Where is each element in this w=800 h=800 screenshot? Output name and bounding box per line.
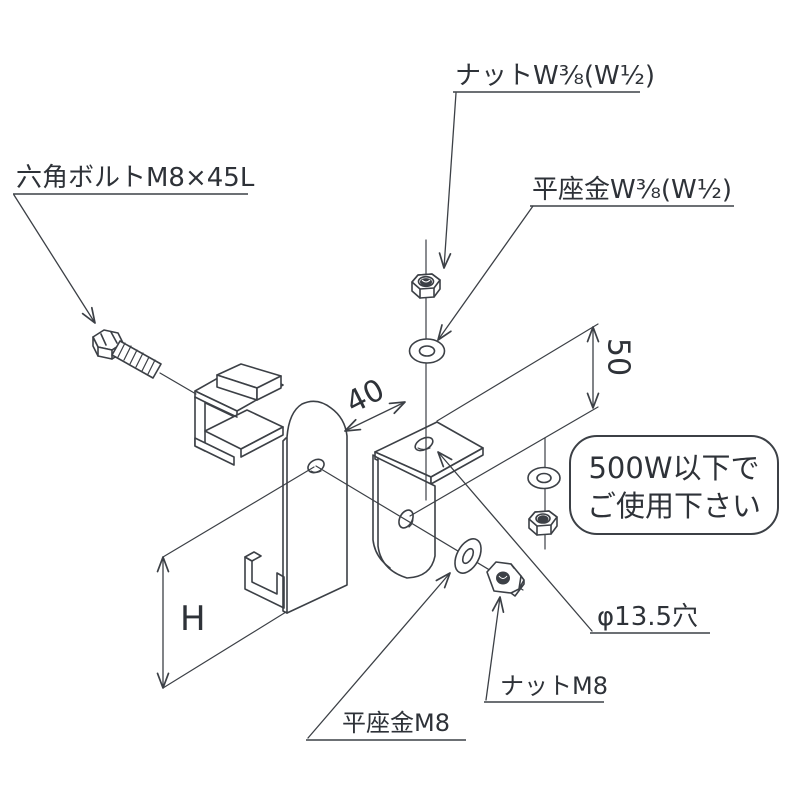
nut-m8-part: [486, 561, 525, 597]
right-angle-bracket: [372, 421, 484, 579]
hex-bolt: [92, 329, 162, 379]
label-hex-bolt: 六角ボルトM8×45L: [16, 163, 255, 193]
leader-lines: [13, 92, 593, 739]
c-clamp-bracket: [194, 363, 284, 466]
main-hanger-bracket: [244, 400, 348, 614]
nut-w38-lower: [528, 510, 558, 536]
dimension-50: 50: [586, 326, 636, 409]
nut-w38: [411, 273, 441, 299]
dimension-40: 40: [340, 372, 406, 432]
note-line-1: 500W以下で: [588, 451, 759, 485]
label-nut-m8: ナットM8: [500, 672, 608, 700]
label-hole-dia: φ13.5穴: [597, 602, 698, 632]
dim-40-text: 40: [340, 372, 390, 421]
flat-washer-w38: [408, 338, 446, 364]
note-line-2: ご使用下さい: [587, 489, 761, 523]
note-box: [569, 435, 779, 535]
dimension-h: H: [156, 556, 206, 689]
label-flat-washer-w38: 平座金W³⁄₈(W¹⁄₂): [532, 175, 732, 205]
label-nut-w38: ナットW³⁄₈(W¹⁄₂): [455, 61, 655, 91]
flat-washer-w38-lower: [527, 466, 561, 490]
dim-50-text: 50: [601, 338, 636, 376]
label-flat-washer-m8: 平座金M8: [342, 709, 450, 737]
callout-labels: ナットW³⁄₈(W¹⁄₂) 平座金W³⁄₈(W¹⁄₂) 六角ボルトM8×45L …: [13, 61, 734, 741]
dim-h-text: H: [180, 599, 206, 639]
flat-washer-m8-part: [454, 538, 482, 574]
usage-note: 500W以下で ご使用下さい: [569, 435, 779, 535]
